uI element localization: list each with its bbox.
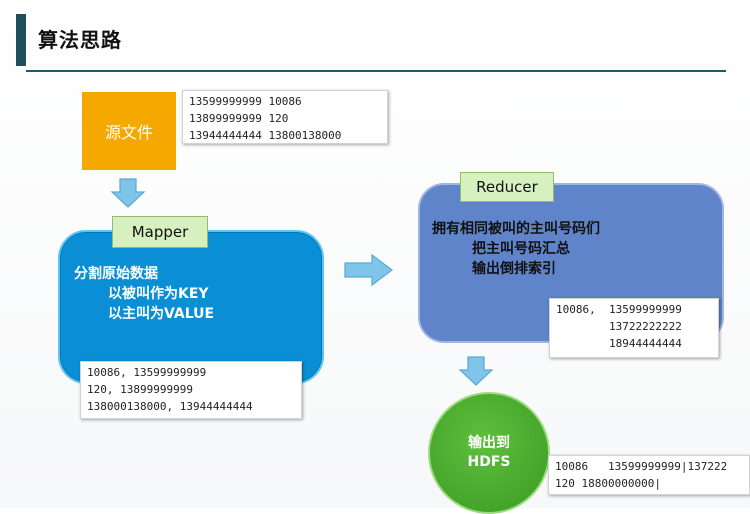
hdfs-output-node: 输出到 HDFS: [428, 392, 550, 514]
mapper-data-line: 120, 13899999999: [87, 383, 193, 396]
source-line: 13599999999 10086: [189, 95, 302, 108]
reducer-data-line: 13722222222: [556, 320, 682, 333]
mapper-data-line: 138000138000, 13944444444: [87, 400, 253, 413]
hdfs-label-line: HDFS: [467, 454, 511, 470]
arrow-down-icon: [458, 356, 494, 386]
title-divider: [26, 70, 726, 72]
hdfs-data-line: 120 18800000000|: [555, 477, 661, 490]
arrow-right-icon: [344, 253, 393, 287]
hdfs-data-line: 10086 13599999999|137222: [555, 460, 728, 473]
reducer-text-line: 输出倒排索引: [472, 261, 556, 277]
reducer-text-line: 把主叫号码汇总: [472, 241, 570, 257]
mapper-text-line: 分割原始数据: [74, 266, 158, 282]
arrow-down-icon: [110, 178, 146, 208]
source-data-box: 13599999999 10086 13899999999 120 139444…: [182, 90, 388, 144]
mapper-data-box: 10086, 13599999999 120, 13899999999 1380…: [80, 361, 302, 419]
reducer-label: Reducer: [460, 172, 554, 202]
source-line: 13944444444 13800138000: [189, 129, 342, 142]
hdfs-label-line: 输出到: [468, 435, 510, 451]
mapper-text-line: 以被叫作为KEY: [108, 286, 209, 302]
title-accent-bar: [16, 14, 26, 66]
reducer-data-line: 18944444444: [556, 337, 682, 350]
page-title: 算法思路: [38, 28, 122, 52]
source-line: 13899999999 120: [189, 112, 289, 125]
mapper-label: Mapper: [112, 216, 208, 248]
mapper-data-line: 10086, 13599999999: [87, 366, 207, 379]
reducer-text-line: 拥有相同被叫的主叫号码们: [432, 221, 600, 237]
source-file-label: 源文件: [104, 123, 153, 142]
source-file-box: 源文件: [82, 92, 176, 170]
reducer-data-box: 10086, 13599999999 13722222222 189444444…: [549, 298, 719, 358]
hdfs-data-box: 10086 13599999999|137222 120 18800000000…: [548, 455, 750, 495]
mapper-text-line: 以主叫为VALUE: [108, 306, 215, 322]
reducer-data-line: 10086, 13599999999: [556, 303, 682, 316]
